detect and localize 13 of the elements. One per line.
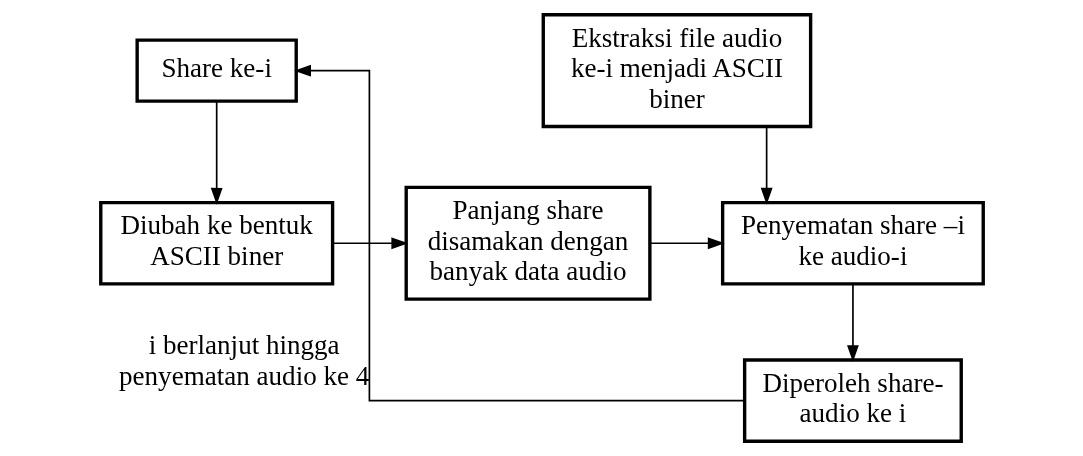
node-box: Share ke-i bbox=[134, 38, 298, 103]
arrow bbox=[846, 283, 859, 363]
arrow bbox=[210, 100, 223, 205]
arrow bbox=[293, 64, 745, 402]
node-box: Diperoleh share-audio ke i bbox=[742, 358, 963, 443]
edge-label: i berlanjut hingga penyematan audio ke 4 bbox=[118, 330, 369, 391]
node-box: Panjang share disamakan dengan banyak data audio bbox=[404, 185, 652, 301]
arrow bbox=[760, 125, 773, 205]
node-box: Penyematan share –i ke audio-i bbox=[720, 200, 985, 286]
node-box: Diubah ke bentuk ASCII biner bbox=[98, 200, 334, 286]
arrow bbox=[331, 237, 408, 250]
node-box: Ekstraksi file audio ke-i menjadi ASCII biner bbox=[541, 13, 812, 129]
arrow bbox=[648, 237, 725, 250]
